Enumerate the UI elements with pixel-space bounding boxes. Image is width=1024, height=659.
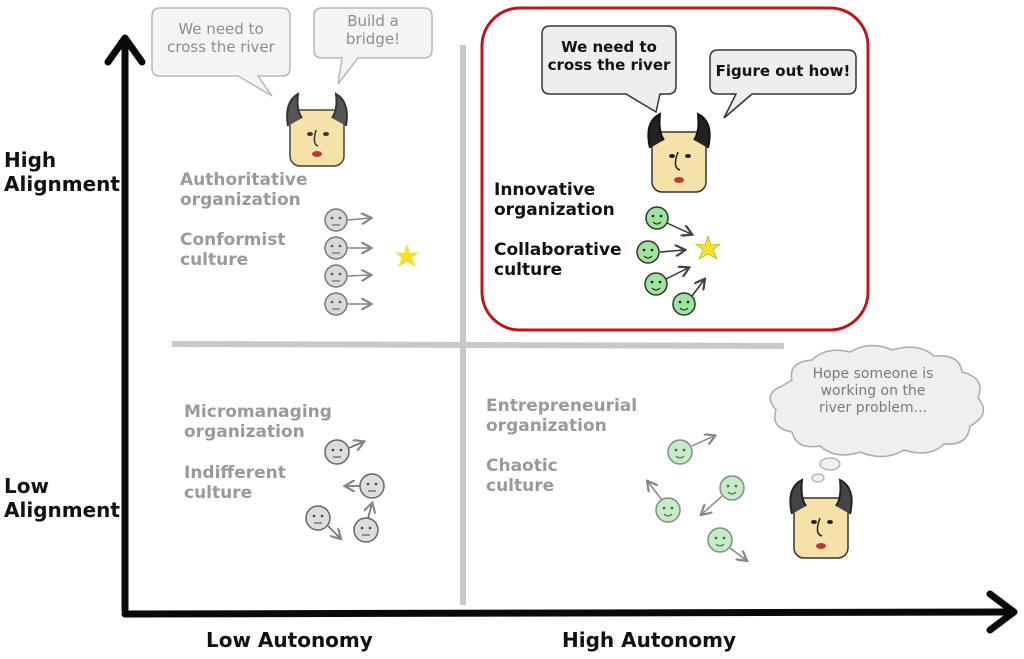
green-face (648, 482, 681, 523)
x-axis-arrowhead (986, 590, 1018, 634)
thought-cloud (769, 344, 985, 483)
leader-figure-top-right (647, 112, 711, 193)
bottom-left-culture-label: Indifferent culture (184, 463, 286, 504)
x-axis (121, 608, 1014, 618)
speech-bubble-tr-2 (709, 49, 857, 119)
speech-bubble-tl-1 (151, 7, 291, 97)
gray-faces-bottom-left (305, 440, 385, 543)
green-face (707, 527, 746, 560)
speech-bubble-tl-2 (313, 7, 433, 85)
x-axis-low-label: Low Autonomy (206, 628, 373, 652)
y-axis-arrowhead (104, 34, 146, 66)
top-left-bubble-2-text: Build a bridge! (345, 12, 401, 48)
top-left-culture-label: Conformist culture (180, 230, 286, 271)
top-right-bubble-2-text: Figure out how! (715, 62, 851, 80)
gray-face (324, 208, 370, 232)
green-face (636, 240, 684, 264)
top-left-bubble-1-text: We need to cross the river (167, 20, 275, 56)
star-top-right (694, 234, 722, 260)
star-top-left (395, 244, 419, 267)
horizontal-divider (171, 341, 785, 349)
top-right-organization-label: Innovative organization (494, 180, 615, 221)
green-face (667, 436, 714, 465)
gray-face (324, 264, 370, 288)
top-left-organization-label: Authoritative organization (180, 170, 308, 211)
green-faces-bottom-right (648, 436, 746, 560)
y-axis-low-label: Low Alignment (4, 474, 120, 522)
gray-face (346, 473, 385, 499)
green-face (645, 206, 691, 234)
green-faces-top-right (636, 206, 704, 316)
green-face (702, 475, 745, 514)
green-face (672, 280, 704, 316)
gray-face (324, 292, 370, 316)
top-right-culture-label: Collaborative culture (494, 240, 622, 281)
leader-figure-top-left (286, 92, 348, 167)
thought-cloud-text: Hope someone is working on the river pro… (812, 366, 934, 416)
highlight-box (480, 6, 870, 332)
gray-face (305, 505, 340, 538)
speech-bubble-tr-1 (541, 25, 677, 114)
gray-face (324, 440, 363, 465)
bottom-right-culture-label: Chaotic culture (486, 456, 558, 497)
leader-figure-bottom-right (789, 478, 853, 559)
gray-face (353, 504, 379, 543)
green-face (644, 268, 688, 296)
gray-face (324, 236, 370, 260)
x-axis-high-label: High Autonomy (562, 628, 736, 652)
top-right-bubble-1-text: We need to cross the river (547, 38, 671, 74)
gray-faces-top-left (324, 208, 370, 316)
bottom-left-organization-label: Micromanaging organization (184, 402, 332, 443)
y-axis-high-label: High Alignment (4, 148, 120, 196)
bottom-right-organization-label: Entrepreneurial organization (486, 396, 638, 437)
